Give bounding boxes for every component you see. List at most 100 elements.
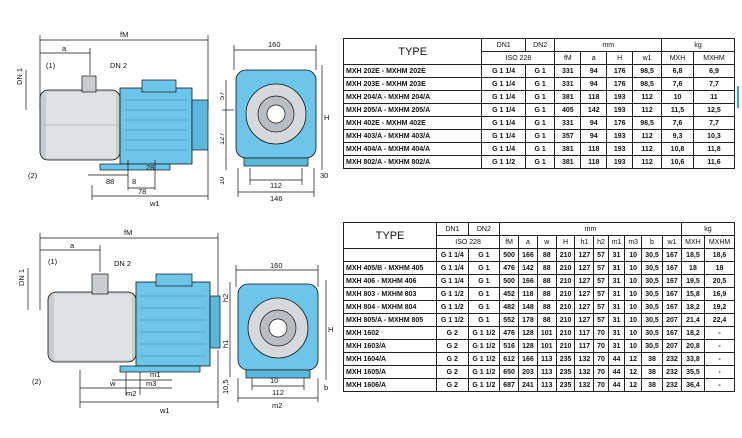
d2-dn1: DN 1 [17, 269, 26, 286]
row-value-cell: 36,4 [680, 378, 706, 392]
d1-marker-2: (2) [28, 171, 38, 180]
d2-marker-2: (2) [32, 377, 42, 386]
d2-160: 160 [270, 262, 283, 270]
row-value-cell: 612 [499, 352, 519, 366]
row-value-cell: 167 [662, 248, 682, 262]
row-type-cell: MXH 202E - MXHM 202E [342, 64, 483, 78]
row-value-cell: 166 [518, 248, 538, 262]
row-value-cell: 11,5 [661, 103, 694, 117]
row-value-cell: 331 [554, 77, 582, 91]
row-value-cell: 38 [640, 365, 664, 379]
row-value-cell: 241 [518, 378, 538, 392]
t2-type-header: TYPE [342, 222, 438, 249]
t1-col-H: H [606, 51, 634, 65]
row-value-cell: 31 [607, 339, 626, 353]
row-value-cell: G 2 [436, 339, 469, 353]
row-value-cell: 57 [593, 274, 609, 288]
row-value-cell: 7,7 [692, 77, 736, 91]
row-value-cell: 19,2 [704, 300, 735, 314]
row-value-cell: 167 [662, 261, 682, 275]
row-value-cell: 98,5 [632, 116, 663, 130]
row-value-cell: 482 [499, 300, 519, 314]
t1-col-w1: w1 [632, 51, 663, 65]
row-value-cell: 10 [624, 326, 642, 340]
row-value-cell: 127 [574, 274, 595, 288]
row-value-cell: 12 [624, 365, 642, 379]
row-value-cell: 118 [580, 155, 608, 169]
row-type-cell [342, 248, 438, 262]
d2-H: H [328, 325, 333, 334]
row-value-cell: G 1 [467, 300, 501, 314]
row-value-cell: 12 [624, 352, 642, 366]
d1-H: H [324, 113, 329, 122]
row-value-cell: G 1 [524, 142, 556, 156]
row-value-cell: 167 [662, 274, 682, 288]
row-value-cell: 33,8 [680, 352, 706, 366]
row-value-cell: 70 [593, 352, 609, 366]
row-value-cell: 210 [555, 313, 576, 327]
row-value-cell: 331 [554, 116, 582, 130]
row-value-cell: 167 [662, 326, 682, 340]
row-value-cell: 127 [574, 313, 595, 327]
row-value-cell: 118 [580, 142, 608, 156]
row-value-cell: 18,2 [680, 326, 706, 340]
row-value-cell: - [704, 339, 735, 353]
row-value-cell: G 1 1/2 [436, 313, 469, 327]
row-value-cell: 31 [607, 287, 626, 301]
row-value-cell: 112 [632, 103, 663, 117]
d2-112: 112 [272, 388, 284, 397]
row-value-cell: 31 [607, 274, 626, 288]
t1-dn1-header: DN1 [481, 38, 526, 52]
row-value-cell: 7,6 [661, 77, 694, 91]
t1-col-fM: fM [554, 51, 582, 65]
t2-col-fM: fM [499, 235, 519, 249]
row-type-cell: MXH 804 - MXHM 804 [342, 300, 438, 314]
t2-col-b: b [640, 235, 664, 249]
row-value-cell: 88 [536, 313, 557, 327]
row-value-cell: 16,9 [704, 287, 735, 301]
row-value-cell: G 1 1/4 [481, 129, 526, 143]
row-value-cell: G 1 1/4 [481, 64, 526, 78]
pump-side-view-2: fM a DN 1 DN 2 (1) (2) m1 m3 m2 w w1 [17, 228, 221, 415]
pump-front-view-2: 160 h2 h1 H 10,5 10 112 b m2 [222, 262, 333, 410]
row-value-cell: 101 [536, 339, 557, 353]
d1-127: 127 [220, 132, 226, 145]
row-value-cell: 35,5 [680, 365, 706, 379]
row-value-cell: 167 [662, 300, 682, 314]
t2-col-w: w [536, 235, 557, 249]
row-value-cell: 128 [518, 339, 538, 353]
t1-col-a: a [580, 51, 608, 65]
row-value-cell: 210 [555, 326, 576, 340]
row-value-cell: 132 [574, 352, 595, 366]
d1-30: 30 [320, 171, 328, 180]
row-value-cell: 38 [640, 378, 664, 392]
row-value-cell: 381 [554, 90, 582, 104]
row-value-cell: 331 [554, 64, 582, 78]
row-value-cell: 44 [607, 378, 626, 392]
row-value-cell: 31 [607, 326, 626, 340]
row-value-cell: 112 [632, 142, 663, 156]
t1-iso-header: ISO 228 [481, 51, 556, 65]
d2-b: b [324, 383, 328, 392]
spec-table-2: TYPE DN1 DN2 mm kg ISO 228 fM a w H h1 h… [342, 222, 736, 392]
row-value-cell: 207 [662, 339, 682, 353]
t2-col-a: a [518, 235, 538, 249]
row-value-cell: 405 [554, 103, 582, 117]
row-value-cell: 57 [593, 248, 609, 262]
row-value-cell: 19,5 [680, 274, 706, 288]
row-value-cell: G 2 [436, 352, 469, 366]
row-value-cell: G 1 1/4 [436, 274, 469, 288]
d1-dn2: DN 2 [110, 61, 127, 70]
row-value-cell: G 1 1/4 [481, 77, 526, 91]
row-value-cell: 210 [555, 300, 576, 314]
row-type-cell: MXH 203E - MXHM 203E [342, 77, 483, 91]
row-value-cell: 98,5 [632, 64, 663, 78]
row-value-cell: 167 [662, 287, 682, 301]
row-value-cell: 101 [536, 326, 557, 340]
row-type-cell: MXH 204/A - MXHM 204/A [342, 90, 483, 104]
row-value-cell: 88 [536, 274, 557, 288]
